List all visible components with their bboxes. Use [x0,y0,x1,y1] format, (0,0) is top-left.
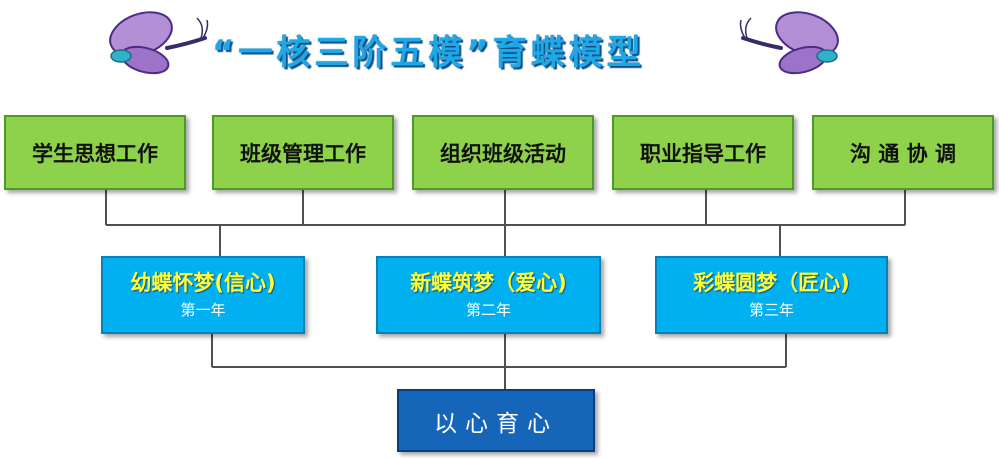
work-area-label: 学生思想工作 [32,141,158,166]
work-area-box: 学生思想工作 [4,115,186,190]
work-area-label: 班级管理工作 [240,141,366,166]
stage-label: 幼蝶怀梦(信心) [130,271,276,295]
stage-label: 彩蝶圆梦（匠心) [693,271,850,295]
work-area-label: 沟 通 协 调 [850,141,956,166]
stage-year: 第二年 [465,301,511,319]
diagram-title: “一核三阶五模”育蝶模型 [212,33,645,73]
stage-box: 彩蝶圆梦（匠心) 第三年 [655,256,888,334]
core-label: 以心育心 [434,410,558,437]
work-area-label: 组织班级活动 [440,141,566,166]
butterfly-left-icon [109,11,209,75]
work-area-box: 组织班级活动 [412,115,594,190]
butterfly-right-icon [739,11,839,75]
work-area-box: 职业指导工作 [612,115,794,190]
work-area-box: 沟 通 协 调 [812,115,994,190]
stage-year: 第三年 [748,301,794,319]
stage-box: 新蝶筑梦（爱心) 第二年 [376,256,601,334]
core-box: 以心育心 [397,389,595,452]
work-area-label: 职业指导工作 [640,141,766,166]
work-area-box: 班级管理工作 [212,115,394,190]
stage-label: 新蝶筑梦（爱心) [410,271,567,295]
stage-year: 第一年 [180,301,226,319]
stage-box: 幼蝶怀梦(信心) 第一年 [101,256,305,334]
